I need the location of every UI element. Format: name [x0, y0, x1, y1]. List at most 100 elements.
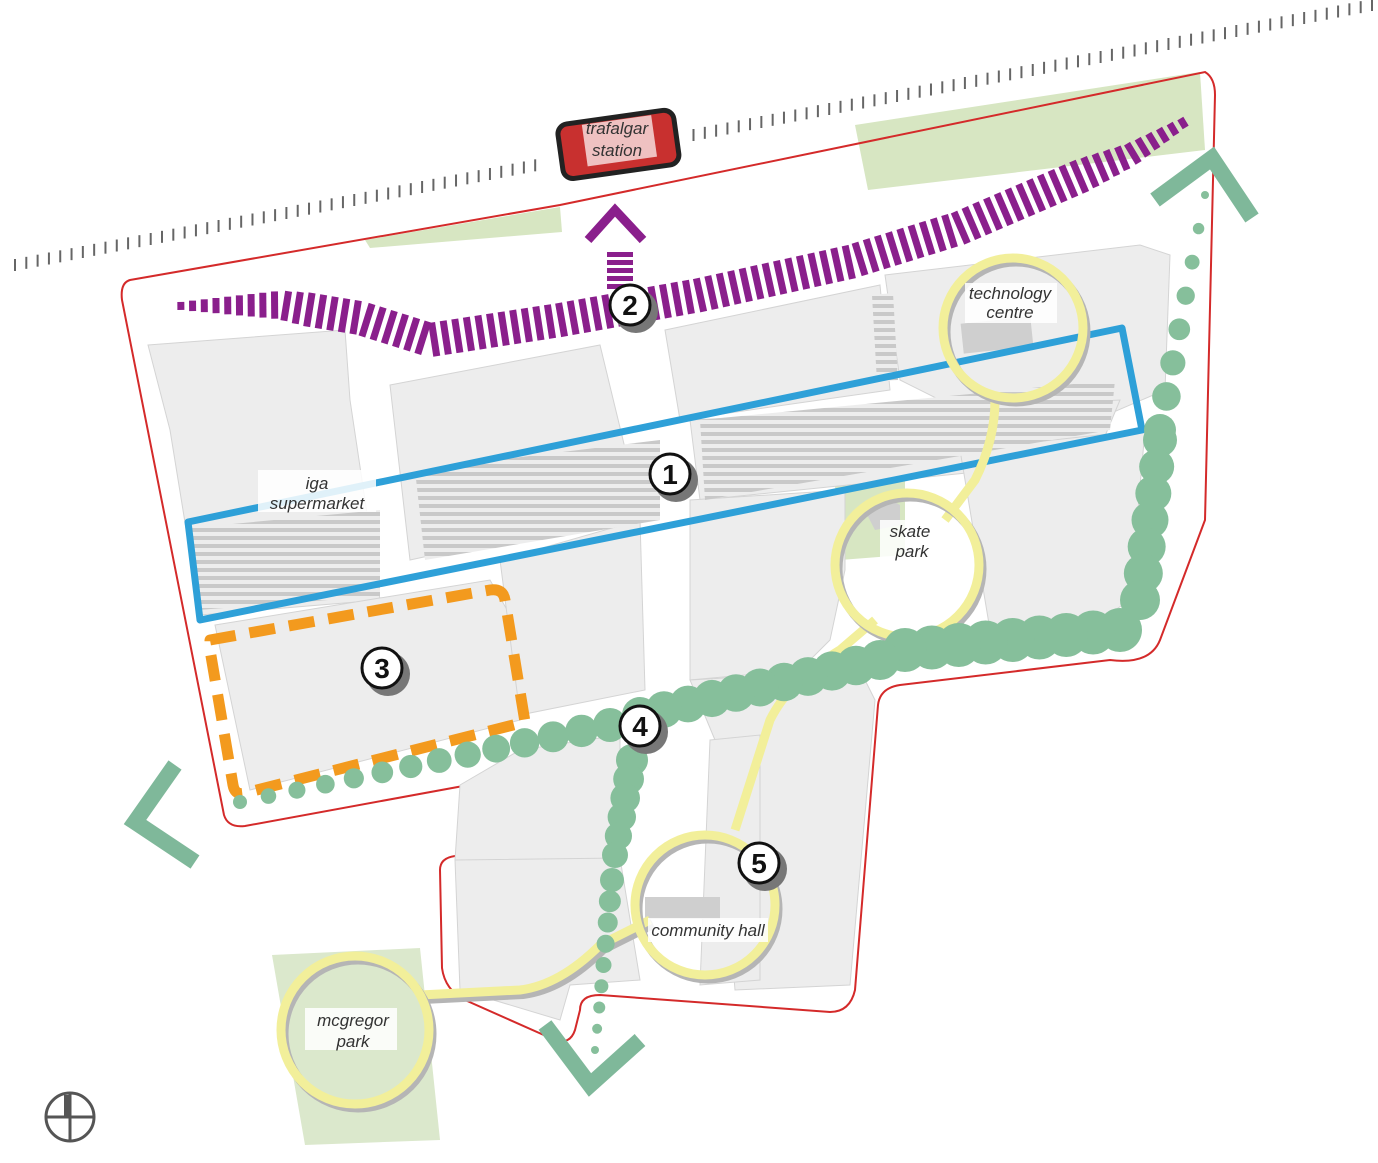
- pathway-block: [607, 252, 633, 257]
- pathway-block: [380, 309, 398, 345]
- pathway-block: [235, 295, 244, 316]
- pathway-block: [403, 316, 421, 352]
- tree-dot: [598, 890, 621, 913]
- tree-dot: [537, 721, 569, 753]
- building-lots: [147, 244, 1171, 1021]
- pathway-block: [414, 320, 432, 356]
- pathway-block: [907, 224, 925, 259]
- pathway-block: [715, 272, 730, 308]
- pathway-block: [566, 300, 580, 336]
- tree-dot: [1176, 286, 1195, 305]
- marker-1: 1: [648, 452, 698, 502]
- pathway-block: [941, 213, 958, 249]
- pathway-block: [270, 291, 279, 319]
- pathway-block: [1166, 121, 1180, 137]
- pathway-block: [555, 302, 569, 338]
- hatched-street-frontage: [190, 293, 1115, 610]
- rail-park-east: [855, 72, 1205, 190]
- pathway-block: [750, 265, 765, 300]
- tree-dot: [1201, 191, 1209, 199]
- tree-dot: [565, 714, 598, 748]
- tree-dot: [482, 734, 511, 763]
- pathway-block: [818, 249, 833, 285]
- pathway-block: [1069, 159, 1090, 194]
- pathway-block: [177, 301, 185, 310]
- marker-4: 4: [618, 704, 668, 754]
- pathway-block: [961, 206, 982, 241]
- tree-dot: [288, 781, 306, 799]
- pathway-block: [874, 234, 891, 270]
- tree-dot: [233, 795, 247, 809]
- pathway-block: [439, 320, 452, 355]
- precinct-3-outline: [204, 584, 531, 800]
- pathway-block: [303, 292, 316, 328]
- pathway-block: [1102, 149, 1121, 177]
- pathway-block: [486, 313, 499, 348]
- pathway-block: [392, 313, 409, 348]
- entry-chevron-west: [123, 760, 200, 869]
- pathway-block: [1114, 145, 1131, 172]
- tree-dot: [1120, 580, 1160, 620]
- marker-2-label: 2: [622, 290, 638, 321]
- pathway-block: [224, 296, 232, 315]
- pathway-block: [1134, 136, 1152, 158]
- tree-dot: [343, 768, 364, 789]
- label-community-hall: community hall: [651, 921, 766, 940]
- pathway-block: [727, 270, 742, 305]
- pathway-block: [520, 307, 533, 343]
- main-street-precinct-outline: [184, 324, 1146, 624]
- technology-centre-building: [960, 316, 1034, 354]
- label-station-line2: station: [592, 141, 642, 160]
- pathway-block: [474, 314, 487, 350]
- tree-dot: [399, 754, 423, 779]
- pathway-block: [1145, 131, 1161, 151]
- pathway-block: [326, 296, 339, 331]
- pathway-block: [314, 294, 328, 329]
- pathway-block: [497, 311, 510, 346]
- pathway-block: [509, 309, 522, 345]
- pathway-block: [1036, 173, 1057, 208]
- tree-dot: [316, 774, 335, 794]
- pathway-block: [1015, 182, 1036, 217]
- pathway-block: [1091, 152, 1110, 183]
- tree-dot: [596, 934, 615, 953]
- pathway-block: [1047, 169, 1068, 204]
- pathway-block: [658, 283, 672, 319]
- label-skate-park-line1: skate: [890, 522, 931, 541]
- label-skate-park-line2: park: [894, 542, 930, 561]
- label-backgrounds: [258, 283, 1057, 1050]
- tree-line: [233, 191, 1209, 1054]
- pathway-block: [950, 210, 971, 245]
- pathway-block: [761, 262, 776, 298]
- tree-dot: [591, 1046, 599, 1054]
- tree-dot: [1168, 318, 1191, 341]
- tree-dot: [593, 1001, 606, 1014]
- entry-chevron-northeast: [1150, 146, 1259, 223]
- pathway-block: [607, 276, 633, 281]
- tree-dot: [593, 708, 627, 742]
- pathway-block: [885, 231, 902, 266]
- tree-dot: [1184, 254, 1200, 270]
- pathway-block: [280, 290, 293, 322]
- label-station-line1: trafalgar: [586, 119, 650, 138]
- marker-1-label: 1: [662, 459, 678, 490]
- pathway-block: [930, 217, 947, 252]
- pathway-block: [1124, 141, 1142, 165]
- label-mcgregor-park-line1: mcgregor: [317, 1011, 390, 1030]
- pathway-block: [692, 277, 708, 313]
- tree-dot: [371, 761, 394, 784]
- label-iga-line2: supermarket: [270, 494, 366, 513]
- pathway-block: [1058, 164, 1079, 199]
- tree-dot: [592, 1023, 603, 1034]
- pathway-block: [830, 247, 845, 283]
- entry-chevrons: [123, 146, 1259, 1097]
- entry-chevron-south: [538, 1020, 646, 1097]
- tree-dot: [1139, 449, 1175, 485]
- pathway-block: [807, 252, 822, 288]
- tree-dot: [602, 842, 628, 868]
- pathway-block: [773, 260, 788, 295]
- label-technology-centre-line2: centre: [986, 303, 1033, 322]
- pathway-block: [189, 300, 197, 312]
